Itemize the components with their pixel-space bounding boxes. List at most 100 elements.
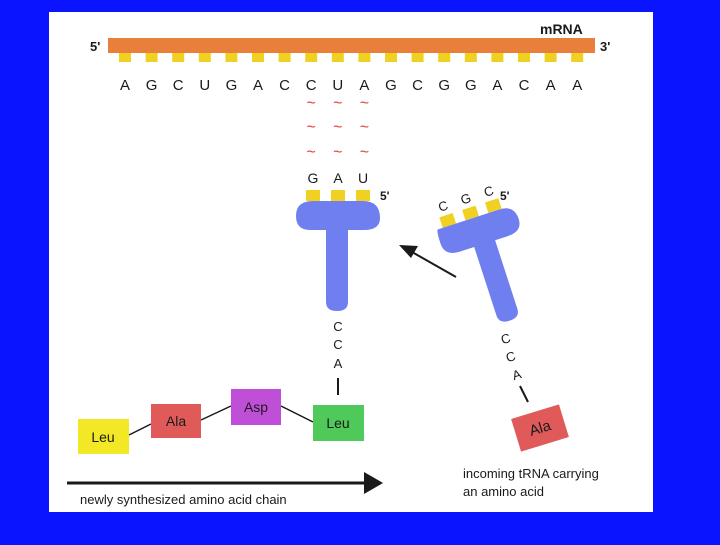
mrna-base-tab <box>544 53 557 62</box>
mrna-title: mRNA <box>540 21 583 37</box>
incoming-trna-link-line <box>519 385 529 403</box>
approach-arrow-head <box>399 245 418 258</box>
incoming-anticodon-letter: C <box>482 183 496 200</box>
incoming-trna-five-prime-label: 5' <box>500 189 510 203</box>
mrna-base-tabs <box>119 53 584 62</box>
chain-bond-2 <box>200 405 232 421</box>
mrna-base-tab <box>331 53 344 62</box>
incoming-anticodon-letter: G <box>459 190 473 207</box>
bound-anticodon-tab <box>331 190 345 201</box>
chain-bond-3 <box>280 405 314 423</box>
mrna-base-tab <box>198 53 211 62</box>
mrna-base-tab <box>305 53 318 62</box>
incoming-caption-line1: incoming tRNA carrying <box>463 466 599 481</box>
mrna-base-tab <box>385 53 397 62</box>
bound-acceptor-letter: A <box>334 356 343 371</box>
bound-trna-anticodon-tabs <box>306 190 370 201</box>
hydrogen-bond-mark: ~ <box>360 95 369 112</box>
incoming-anticodon-tab <box>484 198 502 213</box>
incoming-acceptor-letter: C <box>499 330 512 347</box>
hydrogen-bond-mark: ~ <box>360 119 369 136</box>
bound-anticodon-letter: G <box>308 170 319 186</box>
bound-acceptor-letter: C <box>333 319 342 334</box>
hydrogen-bond-mark: ~ <box>333 144 342 161</box>
bound-acceptor-letter: C <box>333 337 342 352</box>
approach-arrow-shaft <box>411 251 457 278</box>
mrna-base-tab <box>119 53 131 62</box>
mrna-base-letter: A <box>572 77 582 94</box>
mrna-base-letter: C <box>412 77 423 94</box>
mrna-base-tab <box>172 53 185 62</box>
hydrogen-bond-mark: ~ <box>333 119 342 136</box>
mrna-base-letter: C <box>306 77 317 94</box>
codon-anticodon-bonds: ~ ~ ~ ~ ~ ~ ~ ~ ~ <box>307 95 370 161</box>
chain-direction-arrow-head <box>364 472 383 494</box>
bound-trna-five-prime-label: 5' <box>380 189 390 203</box>
mrna-base-tab <box>438 53 451 62</box>
chain-amino-acid-1: Leu <box>91 429 114 445</box>
incoming-trna-anticodon-tabs <box>439 198 502 228</box>
chain-bond-1 <box>128 423 152 436</box>
mrna-base-letter: A <box>546 77 556 94</box>
incoming-anticodon-tab <box>462 205 479 221</box>
mrna-base-letter: C <box>519 77 530 94</box>
mrna-base-letter: G <box>226 77 238 94</box>
mrna-base-tab <box>491 53 504 62</box>
mrna-base-letter: G <box>465 77 477 94</box>
mrna-base-tab <box>252 53 264 62</box>
incoming-anticodon-tab <box>439 213 457 228</box>
incoming-anticodon-letter: C <box>436 198 450 215</box>
hydrogen-bond-mark: ~ <box>333 95 342 112</box>
mrna-base-letter: A <box>253 77 263 94</box>
mrna-base-tab <box>411 53 424 62</box>
mrna-base-letter: C <box>279 77 290 94</box>
mrna-base-tab <box>225 53 238 62</box>
bound-anticodon-letter: U <box>358 170 368 186</box>
hydrogen-bond-mark: ~ <box>307 95 316 112</box>
incoming-amino-acid-label: Ala <box>527 417 553 440</box>
chain-amino-acid-1-box <box>78 419 129 454</box>
mrna-base-tab <box>464 53 477 62</box>
amino-acid-chain: Leu Ala Asp Leu <box>78 389 364 454</box>
mrna-base-letter: G <box>146 77 158 94</box>
chain-amino-acid-4-box <box>313 405 364 441</box>
mrna-base-tab <box>571 53 584 62</box>
mrna-base-tab <box>145 53 158 62</box>
mrna-base-tab <box>358 53 371 62</box>
mrna-base-letter: A <box>492 77 502 94</box>
mrna-base-tab <box>518 53 530 62</box>
bound-trna-acceptor-letters: CCA <box>333 319 342 371</box>
mrna-three-prime-label: 3' <box>600 39 610 54</box>
bound-anticodon-tab <box>306 190 320 201</box>
incoming-trna-body <box>437 208 520 322</box>
chain-amino-acid-2-box <box>151 404 201 438</box>
mrna-base-letter: U <box>199 77 210 94</box>
mrna-five-prime-label: 5' <box>90 39 100 54</box>
incoming-acceptor-letter: C <box>504 348 517 365</box>
hydrogen-bond-mark: ~ <box>307 119 316 136</box>
bound-trna-body <box>296 201 380 311</box>
chain-amino-acid-2: Ala <box>166 413 186 429</box>
mrna-strand <box>108 38 595 53</box>
hydrogen-bond-mark: ~ <box>307 144 316 161</box>
mrna-base-letter: G <box>438 77 450 94</box>
incoming-amino-acid-box <box>511 404 569 452</box>
mrna-base-letter: A <box>120 77 130 94</box>
chain-amino-acid-4: Leu <box>326 415 349 431</box>
hydrogen-bond-mark: ~ <box>360 144 369 161</box>
mrna-base-tab <box>278 53 291 62</box>
chain-amino-acid-3: Asp <box>244 399 268 415</box>
mrna-base-letter: U <box>332 77 343 94</box>
chain-amino-acid-3-box <box>231 389 281 425</box>
mrna-base-letter: A <box>359 77 369 94</box>
mrna-base-letter: G <box>385 77 397 94</box>
bound-anticodon-letter: A <box>333 170 343 186</box>
chain-caption: newly synthesized amino acid chain <box>80 492 287 507</box>
